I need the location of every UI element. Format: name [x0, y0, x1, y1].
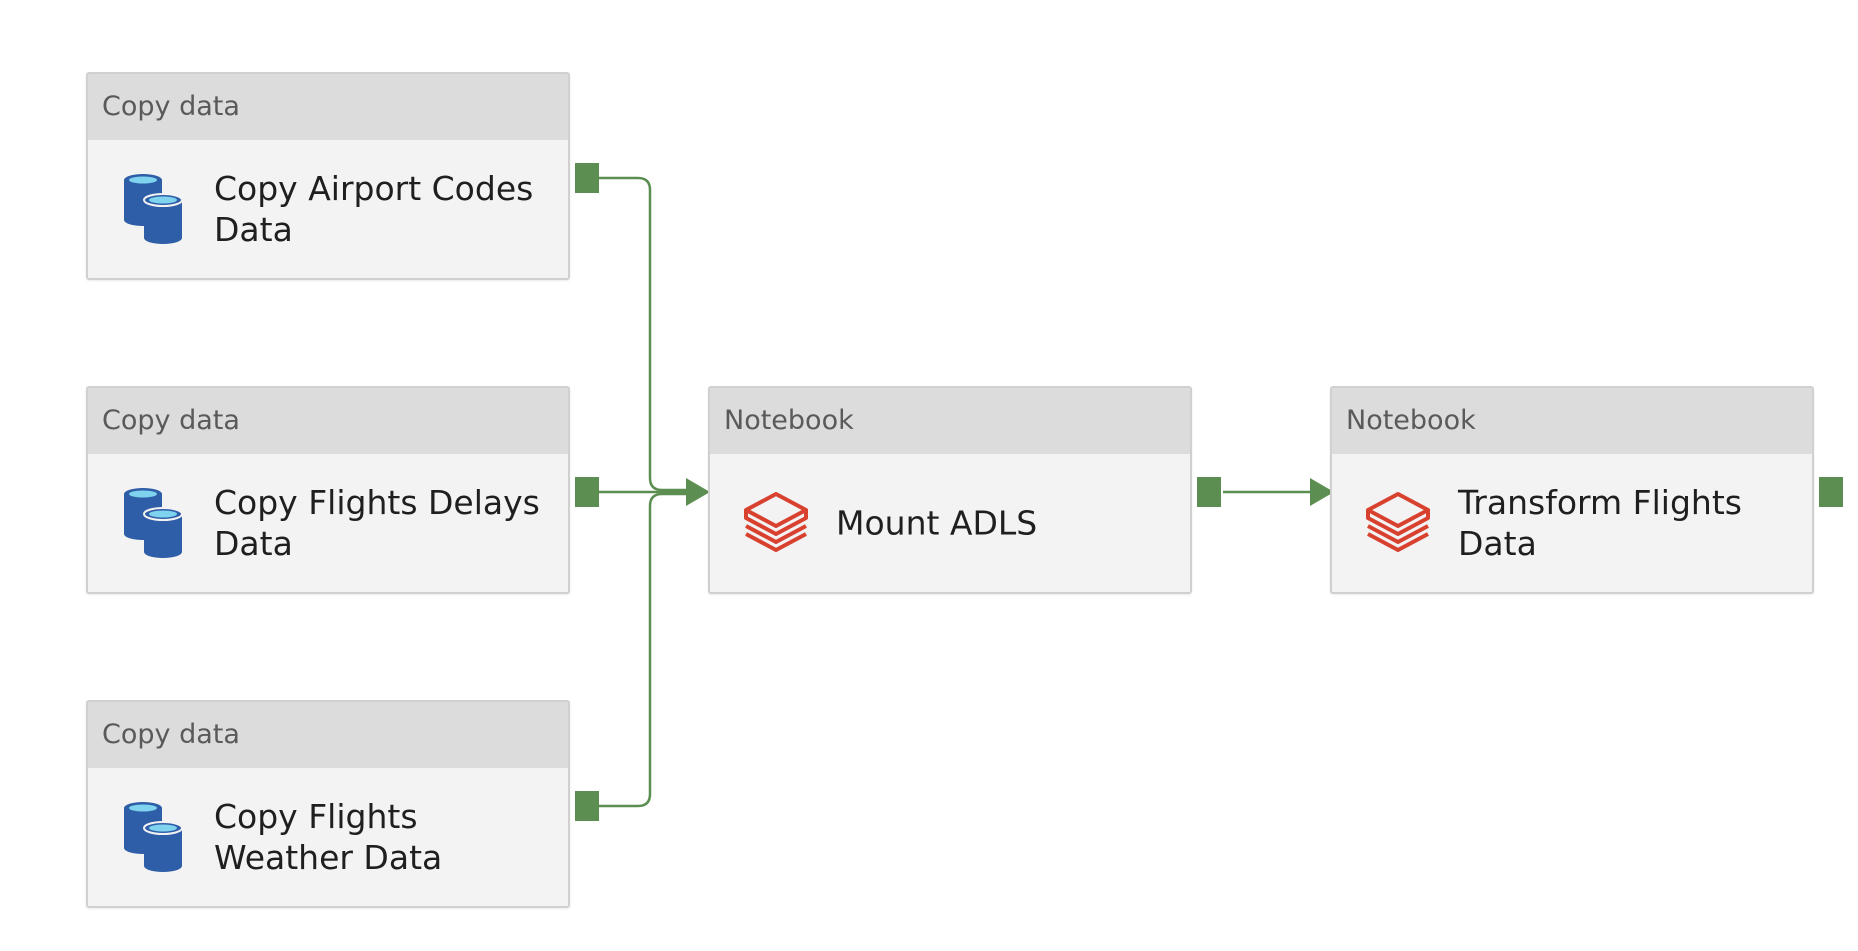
databricks-notebook-icon [1366, 492, 1430, 552]
activity-type-label: Notebook [710, 388, 1190, 454]
activity-type-label: Copy data [88, 74, 568, 140]
connector-weather-to-mount[interactable] [599, 492, 688, 808]
output-port-copy-flights-weather[interactable] [575, 791, 599, 821]
database-icon [124, 174, 183, 244]
databricks-notebook-icon [744, 492, 808, 552]
activity-mount-adls[interactable]: Notebook Mount ADLS [708, 386, 1192, 594]
activity-name: Copy Airport Codes Data [214, 169, 534, 249]
arrowhead-mount [686, 478, 710, 506]
database-icon [124, 802, 183, 872]
activity-copy-flights-delays[interactable]: Copy data Copy Flights Delays Data [86, 386, 570, 594]
activity-copy-airport-codes[interactable]: Copy data Copy Airport Codes Data [86, 72, 570, 280]
activity-transform-flights[interactable]: Notebook Transform Flights Data [1330, 386, 1814, 594]
output-port-transform-flights[interactable] [1819, 477, 1843, 507]
connector-airport-to-mount[interactable] [599, 176, 688, 492]
output-port-copy-airport-codes[interactable] [575, 163, 599, 193]
activity-type-label: Copy data [88, 702, 568, 768]
activity-name: Mount ADLS [836, 503, 1038, 543]
activity-type-label: Copy data [88, 388, 568, 454]
activity-name: Copy Flights Weather Data [214, 797, 443, 877]
output-port-mount-adls[interactable] [1197, 477, 1221, 507]
activity-name: Copy Flights Delays Data [214, 483, 540, 563]
database-icon [124, 488, 183, 558]
output-port-copy-flights-delays[interactable] [575, 477, 599, 507]
activity-copy-flights-weather[interactable]: Copy data Copy Flights Weather Data [86, 700, 570, 908]
arrowhead-transform [1310, 478, 1334, 506]
activity-type-label: Notebook [1332, 388, 1812, 454]
activity-name: Transform Flights Data [1458, 483, 1742, 563]
